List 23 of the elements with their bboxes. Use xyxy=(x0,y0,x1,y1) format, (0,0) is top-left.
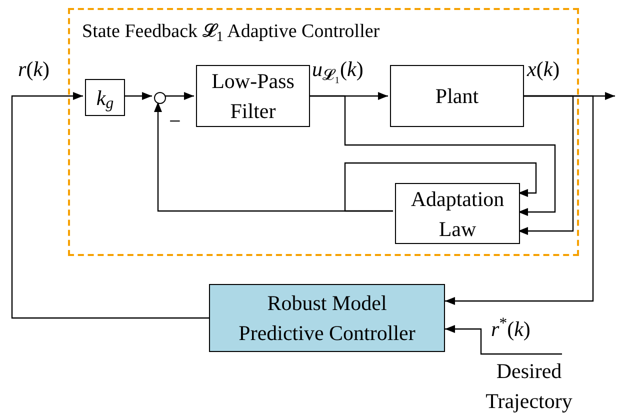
block-label: k$_{g}$ xyxy=(96,84,114,112)
signal-label: r$^{*}$(k) xyxy=(491,316,530,342)
trajectory-text: Desired Trajectory xyxy=(484,358,574,414)
block-label: Adaptation Law xyxy=(410,186,506,242)
arrow xyxy=(518,95,574,235)
plant-block xyxy=(390,65,524,127)
summing-junction xyxy=(154,92,166,104)
filter-block xyxy=(196,65,310,127)
controller-boundary xyxy=(68,8,579,256)
arrow xyxy=(123,92,152,100)
arrow xyxy=(344,162,537,212)
group-title: State Feedback 𝓛$_{1}$ Adaptive Controller xyxy=(82,20,380,46)
arrow xyxy=(445,325,562,355)
gain-block xyxy=(85,79,125,116)
arrow xyxy=(11,92,209,319)
arrow xyxy=(445,95,594,305)
adaptation-block xyxy=(395,183,520,244)
block-label: Low-Pass Filter xyxy=(210,68,296,125)
block-label: Plant xyxy=(435,83,479,110)
arrow xyxy=(164,92,194,100)
controller-block xyxy=(209,284,445,352)
block-label: Robust Model Predictive Controller xyxy=(238,290,416,347)
arrow xyxy=(308,95,556,216)
